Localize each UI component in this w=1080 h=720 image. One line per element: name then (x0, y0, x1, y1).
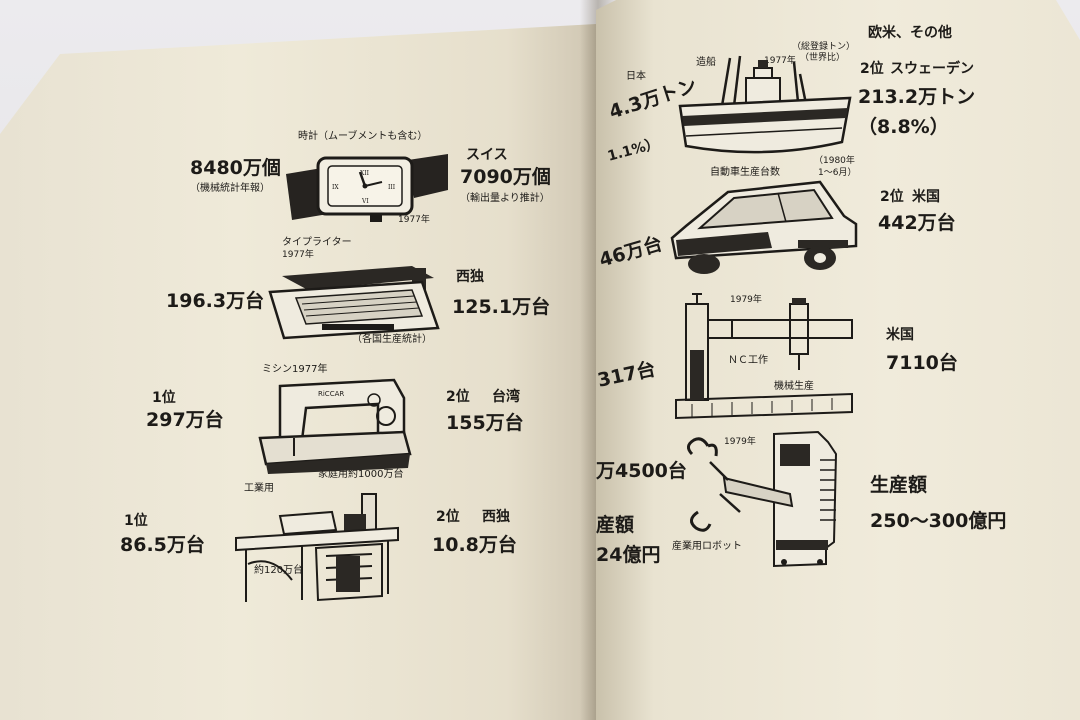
ship-year: 1977年 (764, 56, 796, 66)
sewing-home-rank2: 2位 (446, 389, 470, 405)
wristwatch-illustration: XII III IX VI (286, 154, 448, 222)
sewing-industrial-rank1: 1位 (124, 513, 148, 529)
typewriter-illustration (262, 266, 442, 340)
watch-japan-value: 8480万個 (190, 157, 281, 179)
car-period-year: （1980年 (814, 156, 855, 166)
machine-country: 米国 (886, 327, 914, 343)
svg-text:VI: VI (361, 198, 369, 205)
robot-japan-label: 産額 (596, 514, 635, 536)
ship-share-note: （世界比） (800, 53, 846, 63)
car-rank2: 2位 (880, 189, 904, 205)
typewriter-note: （各国生産統計） (352, 334, 432, 345)
right-page-header: 欧米、その他 (868, 25, 952, 41)
robot-japan-value-partial: 万4500台 (596, 460, 687, 482)
japan-label: 日本 (626, 71, 646, 82)
ship-country: スウェーデン (890, 61, 974, 77)
sewing-industrial-caption: 工業用 (244, 483, 274, 494)
watch-japan-note: （機械統計年報） (190, 183, 270, 194)
right-page: 欧米、その他 日本 造船 1977年 （総登録トン） （世界比） 4.3万トン … (596, 0, 1080, 720)
sewing-industrial-rank1-value: 86.5万台 (120, 534, 205, 556)
nc-machine-tool-illustration (672, 290, 858, 424)
svg-text:IX: IX (332, 184, 339, 191)
left-page: 時計（ムーブメントも含む） 8480万個 （機械統計年報） スイス 7090万個… (0, 24, 596, 720)
sewing-home-rank1-value: 297万台 (146, 409, 224, 431)
machine-caption: ＮＣ工作 (728, 355, 768, 366)
typewriter-japan-value: 196.3万台 (166, 290, 265, 312)
sewing-home-value: 155万台 (446, 412, 524, 434)
watch-value: 7090万個 (460, 166, 551, 188)
machine-japan-value-partial: 317台 (596, 358, 658, 392)
robot-value: 250～300億円 (870, 510, 1007, 532)
svg-text:RiCCAR: RiCCAR (318, 390, 344, 398)
car-japan-value-partial: 46万台 (596, 232, 665, 272)
sewing-industrial-value: 10.8万台 (432, 534, 517, 556)
sewing-home-note: 家庭用約1000万台 (318, 469, 404, 480)
machine-value: 7110台 (886, 352, 958, 374)
sewing-industrial-note: 約120万台 (254, 565, 304, 576)
industrial-robot-illustration (680, 430, 856, 570)
ship-rank2: 2位 (860, 61, 884, 77)
watch-caption: 時計（ムーブメントも含む） (298, 131, 428, 142)
sewing-industrial-rank2: 2位 (436, 509, 460, 525)
ship-japan-share-partial: 1.1%） (605, 135, 662, 165)
svg-text:XII: XII (360, 170, 370, 177)
typewriter-caption: タイプライター (282, 237, 352, 248)
robot-japan-amount-partial: 24億円 (596, 544, 661, 566)
home-sewing-machine-illustration: RiCCAR (258, 376, 418, 474)
ship-caption: 造船 (696, 57, 716, 68)
car-value: 442万台 (878, 212, 956, 234)
typewriter-value: 125.1万台 (452, 296, 551, 318)
ship-value: 213.2万トン (858, 86, 976, 108)
robot-year: 1979年 (724, 437, 756, 447)
ship-unit-note: （総登録トン） (792, 42, 856, 52)
car-illustration (668, 178, 864, 274)
industrial-sewing-machine-illustration (232, 484, 402, 608)
watch-year: 1977年 (398, 215, 430, 225)
sewing-home-country: 台湾 (492, 389, 520, 405)
robot-label: 生産額 (870, 474, 928, 496)
typewriter-country: 西独 (456, 269, 484, 285)
sewing-home-caption: ミシン1977年 (262, 364, 328, 375)
robot-caption: 産業用ロボット (672, 541, 742, 552)
ship-share: （8.8%） (858, 116, 949, 138)
sewing-industrial-country: 西独 (482, 509, 510, 525)
car-caption: 自動車生産台数 (710, 167, 780, 178)
svg-text:III: III (388, 184, 396, 191)
car-country: 米国 (912, 189, 940, 205)
typewriter-year: 1977年 (282, 250, 314, 260)
machine-caption2: 機械生産 (774, 381, 814, 392)
car-period-months: 1～6月） (818, 168, 857, 178)
machine-year: 1979年 (730, 295, 762, 305)
watch-country: スイス (466, 147, 508, 163)
ship-illustration (674, 54, 856, 162)
sewing-home-rank1: 1位 (152, 390, 176, 406)
watch-note: （輸出量より推計） (460, 193, 550, 204)
